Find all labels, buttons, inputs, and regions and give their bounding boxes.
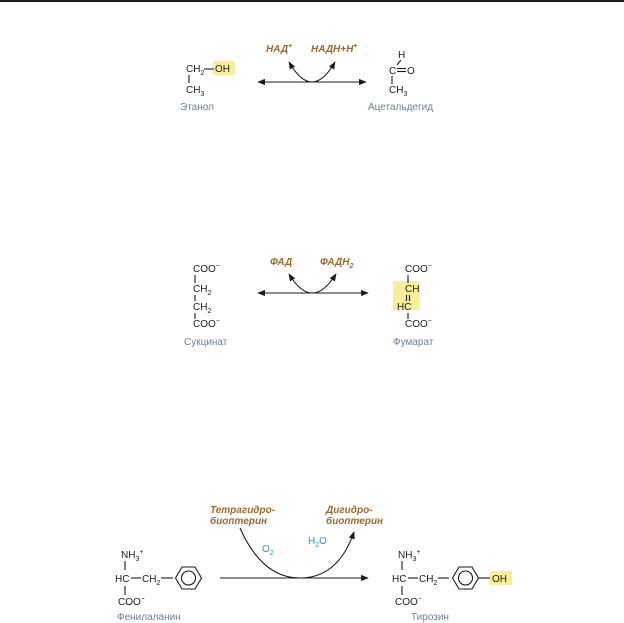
fumarate-structure: COO− CH HC COO− Фумарат: [393, 263, 434, 348]
succinate-ch2-a: CH2: [193, 284, 211, 297]
fumarate-ch: CH: [405, 284, 419, 295]
oh-highlight: [213, 61, 235, 75]
acetaldehyde-structure: H C O CH3 Ацетальдегид: [368, 50, 433, 113]
cofactor-nadh: НАДН+Н+: [311, 43, 357, 55]
phe-ch2: CH2: [142, 574, 160, 587]
ethanol-ch3: CH3: [186, 85, 204, 98]
ethanol-structure: CH2 OH CH3 Этанол: [180, 61, 235, 113]
phe-coo: COO−: [118, 596, 145, 608]
tyr-coo: COO−: [395, 596, 422, 608]
cofactor-dihydrobiopterin-line2: биоптерин: [326, 515, 383, 527]
gas-o2: O2: [262, 544, 274, 557]
fumarate-coo-bottom: COO−: [405, 318, 432, 330]
top-rule: [0, 0, 624, 2]
succinate-structure: COO− CH2 CH2 COO− Сукцинат: [184, 263, 228, 348]
phenylalanine-name: Фенилаланин: [117, 612, 181, 623]
cofactor-fadh2: ФАДН2: [320, 257, 353, 270]
reaction-2-cofactor-arrow: [288, 273, 337, 294]
acetaldehyde-o: O: [407, 66, 415, 77]
gas-h2o: H2O: [308, 536, 327, 549]
acetaldehyde-c: C: [389, 66, 396, 77]
ethanol-oh: OH: [215, 64, 230, 75]
succinate-coo-bottom: COO−: [193, 318, 220, 330]
cofactor-tetrahydrobiopterin-line2: биоптерин: [210, 515, 267, 527]
tyr-ch2: CH2: [419, 574, 437, 587]
acetaldehyde-name: Ацетальдегид: [368, 102, 433, 113]
cofactor-fad: ФАД: [270, 257, 292, 268]
tyr-nh3: NH3+: [398, 549, 420, 563]
phe-hc: HC: [115, 574, 129, 585]
reaction-1-cofactor-arrow: [288, 61, 336, 83]
phe-nh3: NH3+: [121, 549, 143, 563]
acetaldehyde-ch3: CH3: [389, 85, 407, 98]
tyrosine-structure: NH3+ HC CH2 OH COO− Тирозин: [392, 549, 512, 623]
tyr-oh: OH: [492, 574, 507, 585]
cofactor-nad: НАД+: [266, 43, 292, 55]
tyr-oh-highlight: [490, 571, 512, 585]
tyr-benzene-ring: [451, 566, 480, 590]
acetaldehyde-h: H: [398, 50, 405, 61]
phenylalanine-structure: NH3+ HC CH2 COO− Фенилаланин: [115, 549, 203, 623]
cofactor-tetrahydrobiopterin-line1: Тетрагидро-: [210, 505, 276, 516]
succinate-coo-top: COO−: [193, 263, 220, 275]
tyr-hc: HC: [392, 574, 406, 585]
reaction-3-cofactor-arrow: [239, 527, 355, 579]
fumarate-hc: HC: [397, 302, 411, 313]
reaction-2: COO− CH2 CH2 COO− Сукцинат ФАД ФАДН2 COO…: [184, 257, 434, 348]
tyrosine-name: Тирозин: [411, 612, 449, 623]
cofactor-dihydrobiopterin-line1: Дигидро-: [325, 505, 373, 516]
ethanol-name: Этанол: [180, 102, 214, 113]
fumarate-coo-top: COO−: [405, 263, 432, 275]
reaction-1: CH2 OH CH3 Этанол НАД+ НАДН+Н+ H C O CH3…: [180, 43, 433, 113]
fumarate-name: Фумарат: [393, 337, 434, 348]
succinate-ch2-b: CH2: [193, 302, 211, 315]
ethanol-ch2: CH2: [186, 64, 204, 77]
phe-benzene-ring: [174, 566, 203, 590]
reaction-3: NH3+ HC CH2 COO− Фенилаланин Тетрагидро-…: [115, 505, 512, 623]
succinate-name: Сукцинат: [184, 337, 228, 348]
